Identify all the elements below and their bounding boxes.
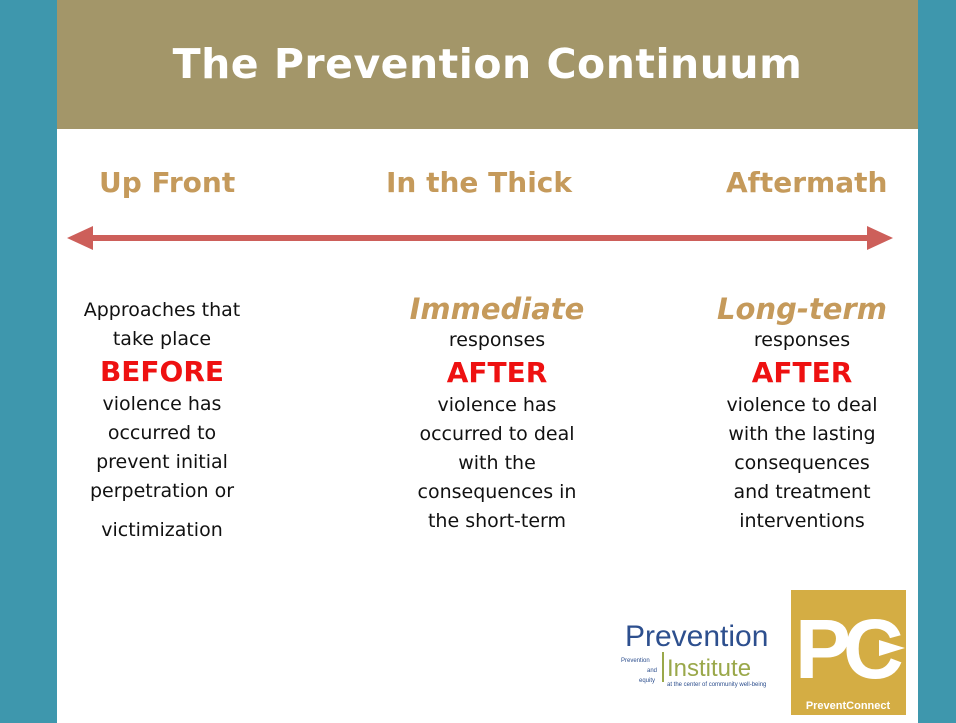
right-line-3: with the lasting [728,423,876,445]
slide-title: The Prevention Continuum [172,40,803,88]
middle-line-3: occurred to deal [419,423,575,445]
left-line-3: violence has [102,393,222,415]
right-line-1: responses [753,329,851,351]
pi-logo-tag-4: at the center of community well-being [667,682,766,688]
right-line-6: interventions [739,510,865,532]
arrow-head-right [867,226,893,250]
left-emphasis: BEFORE [99,355,225,388]
continuum-arrow [67,226,893,250]
pi-logo-tag-1: Prevention [621,658,650,664]
slide: The Prevention Continuum Up Front In the… [57,0,918,723]
left-line-7: victimization [101,519,223,541]
column-in-the-thick: Immediate responses AFTER violence has o… [392,292,602,536]
column-up-front: Approaches that take place BEFORE violen… [62,296,262,545]
right-emphasis: AFTER [751,356,853,389]
pc-logo-name: PreventConnect [806,700,891,712]
prevent-connect-logo: PC PreventConnect [791,590,906,715]
middle-line-1: responses [448,329,546,351]
right-line-4: consequences [734,452,870,474]
stage-in-the-thick: In the Thick [386,166,573,199]
title-bar: The Prevention Continuum [57,0,918,129]
left-line-6: perpetration or [89,480,235,502]
left-line-1: Approaches that [83,299,241,321]
left-line-4: occurred to [107,422,217,444]
middle-heading: Immediate [409,292,585,326]
middle-line-5: consequences in [417,481,577,503]
arrow-head-left [67,226,93,250]
middle-line-6: the short-term [427,510,567,532]
stage-up-front: Up Front [99,166,236,199]
left-line-5: prevent initial [96,451,228,473]
pi-logo-tag-3: equity [639,678,655,684]
pc-logo-arrow [879,640,905,656]
column-aftermath: Long-term responses AFTER violence to de… [697,292,907,536]
pi-logo-word-institute: Institute [667,655,751,682]
right-line-5: and treatment [733,481,871,503]
stage-aftermath: Aftermath [726,166,888,199]
right-heading: Long-term [717,292,887,326]
middle-line-4: with the [458,452,536,474]
right-line-2: violence to deal [726,394,878,416]
pi-logo-word-prevention: Prevention [625,620,768,653]
middle-line-2: violence has [437,394,557,416]
middle-emphasis: AFTER [446,356,548,389]
pi-logo-tag-2: and [647,668,657,674]
left-line-2: take place [112,328,212,350]
prevention-institute-logo: Prevention Institute Prevention and equi… [621,620,768,688]
